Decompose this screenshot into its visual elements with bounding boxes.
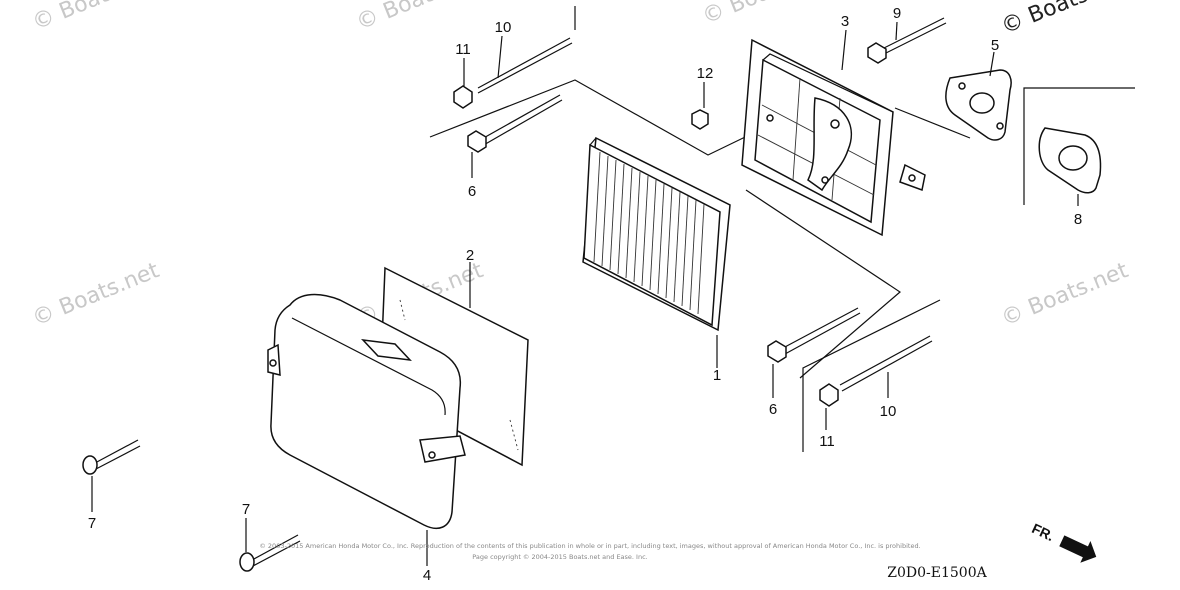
copyright-notice-page: Page copyright © 2004-2015 Boats.net and…: [472, 553, 647, 561]
callout-3: 3: [841, 13, 849, 30]
copyright-notice: © 2003-2015 American Honda Motor Co., In…: [259, 542, 920, 550]
watermark: © Boats.net: [29, 258, 163, 332]
gasket-part-8: [1038, 127, 1102, 194]
air-filter-element: [582, 136, 731, 332]
air-cleaner-cover: [267, 293, 466, 529]
callout-5: 5: [991, 37, 999, 54]
callout-10-upper: 10: [495, 19, 512, 36]
watermark: © Boats.net: [353, 0, 487, 36]
callout-1: 1: [713, 367, 721, 384]
callout-10-lower: 10: [880, 403, 897, 420]
callout-11-lower: 11: [819, 433, 835, 450]
callout-6-upper: 6: [468, 183, 476, 200]
fasteners: [82, 17, 947, 572]
watermark: © Boats.net: [998, 0, 1132, 40]
leader-lines: [91, 21, 1079, 566]
assembly-lines: [429, 6, 1135, 452]
callout-7-left: 7: [88, 515, 96, 532]
arrow-right-down-icon: [1059, 535, 1097, 563]
callout-12: 12: [697, 65, 714, 82]
front-direction-marker: FR.: [1029, 520, 1097, 563]
callout-6-lower: 6: [769, 401, 777, 418]
air-cleaner-case: [741, 38, 926, 237]
diagram-code: Z0D0-E1500A: [887, 565, 987, 581]
callout-labels: 11 10 6 12 3 9 5 8 2 1 6 11 10 7 7 4: [88, 5, 1082, 584]
callout-11-upper: 11: [455, 41, 471, 58]
watermark: © Boats.net: [29, 0, 163, 36]
gasket-part-5: [945, 69, 1012, 141]
callout-8: 8: [1074, 211, 1082, 228]
watermark-group: © Boats.net © Boats.net © Boats.net © Bo…: [29, 0, 1132, 332]
callout-7-bottom: 7: [242, 501, 250, 518]
callout-2: 2: [466, 247, 474, 264]
watermark: © Boats.net: [998, 258, 1132, 332]
front-label: FR.: [1029, 520, 1056, 544]
callout-4: 4: [423, 567, 431, 584]
watermark: © Boats.net: [699, 0, 833, 30]
callout-9: 9: [893, 5, 901, 22]
